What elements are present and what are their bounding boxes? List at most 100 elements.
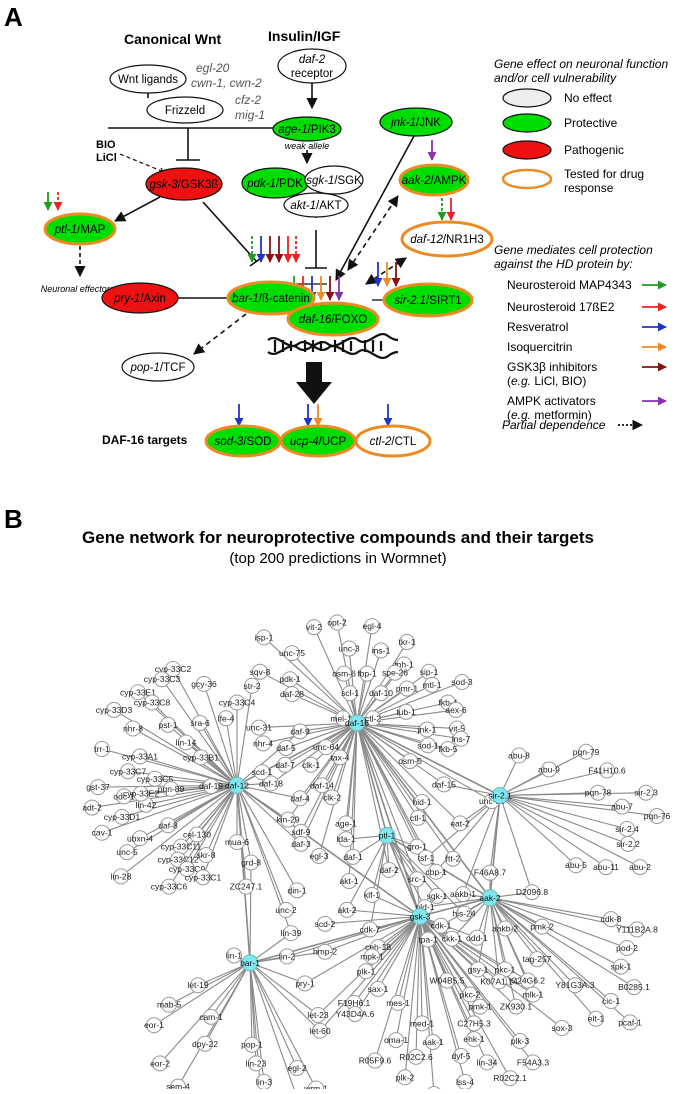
network-node: sax-1 <box>368 980 389 997</box>
node-circle <box>482 864 498 881</box>
node-circle <box>289 1059 305 1076</box>
node-label: lin-39 <box>281 928 302 938</box>
node-label: tph-1 <box>394 659 414 669</box>
network-edge <box>404 916 421 1078</box>
node-label: med-1 <box>410 1018 434 1028</box>
node-circle <box>90 779 106 796</box>
node-label: mua-6 <box>225 837 249 847</box>
network-node: din-1 <box>288 882 307 899</box>
network-edge <box>236 730 301 786</box>
network-node: pcaf-1 <box>618 1014 642 1031</box>
node-circle <box>147 770 163 787</box>
node-label: sem-4 <box>166 1082 190 1089</box>
network-edge <box>210 962 251 1018</box>
network-hub-node: aak-2 <box>479 889 501 907</box>
network-edge <box>489 897 622 968</box>
node-circle <box>373 685 389 702</box>
network-node: daf-10 <box>369 685 393 702</box>
node-label: grd-8 <box>241 857 261 867</box>
network-edge <box>199 722 238 786</box>
network-node: daf-1 <box>343 848 363 865</box>
node-label: cyp-33C1 <box>185 872 222 882</box>
network-node: nhr-4 <box>253 735 273 752</box>
node-circle <box>310 1006 326 1023</box>
node-label: egl-3 <box>310 851 329 861</box>
network-node: gro-1 <box>407 838 427 855</box>
node-circle <box>277 756 293 773</box>
node-circle <box>278 901 294 918</box>
node-label: cbp-1 <box>425 867 447 877</box>
network-node: mab-5 <box>157 996 181 1013</box>
hub-label: daf-12 <box>225 780 249 790</box>
node-circle <box>248 1055 264 1072</box>
network-edge <box>132 728 238 786</box>
network-edge <box>499 795 641 868</box>
node-circle <box>203 1008 219 1025</box>
network-node: daf-14 <box>310 777 334 794</box>
node-circle <box>614 798 630 815</box>
network-edge <box>419 915 563 1029</box>
network-node: scd-2 <box>315 915 336 932</box>
node-circle <box>491 973 507 990</box>
network-node: gst-37 <box>86 779 110 796</box>
network-edge <box>489 897 612 1002</box>
node-label: R02C2.6 <box>399 1052 433 1062</box>
edge-daf16-aak2 <box>347 195 399 271</box>
network-node: tsf-1 <box>418 849 435 866</box>
legend-swatch-no-effect <box>502 88 552 108</box>
svg-text:gsk-3/GSK3ß: gsk-3/GSK3ß <box>149 179 218 191</box>
node-pdk1: pdk-1/PDK <box>241 167 309 199</box>
node-circle <box>525 1054 541 1071</box>
network-node: unc-2 <box>275 901 297 918</box>
network-edge <box>356 722 423 803</box>
svg-text:daf-2: daf-2 <box>299 54 326 66</box>
node-daf16: daf-16/FOXO <box>286 301 380 337</box>
node-label: pod-2 <box>616 943 638 953</box>
network-node: daf-8 <box>158 817 178 834</box>
node-circle <box>193 749 209 766</box>
network-node: unc-3 <box>338 640 360 657</box>
node-label: ubxn-4 <box>127 833 153 843</box>
node-circle <box>511 747 527 764</box>
node-circle <box>179 860 195 877</box>
network-edge <box>499 794 629 845</box>
network-node: sir-2.4 <box>615 820 639 837</box>
node-circle <box>341 640 357 657</box>
network-edge <box>386 835 465 914</box>
node-label: unc-2 <box>275 905 297 915</box>
network-node: tpa-1 <box>418 931 438 948</box>
network-edge <box>499 792 647 797</box>
network-edge <box>489 897 635 988</box>
node-label: trr-1 <box>94 744 110 754</box>
svg-text:sir-2.1/SIRT1: sir-2.1/SIRT1 <box>394 295 461 307</box>
node-label: daf-9 <box>290 726 310 736</box>
legend-tested: Tested for drug <box>564 167 644 181</box>
node-label: cyp-33C6 <box>151 882 188 892</box>
network-edge <box>286 915 421 957</box>
network-edge <box>356 722 461 824</box>
node-circle <box>524 884 540 901</box>
node-label: aakb-1 <box>450 889 476 899</box>
network-node: F41H10.6 <box>588 762 626 779</box>
node-label: tsf-1 <box>418 853 435 863</box>
node-circle <box>622 1014 638 1031</box>
network-node: aakb-2 <box>492 920 518 937</box>
network-node: cyp-33C2 <box>155 661 191 678</box>
network-edge <box>395 916 421 1041</box>
network-node: aakb-1 <box>450 886 476 903</box>
hub-circle <box>491 786 509 804</box>
node-circle <box>445 850 461 867</box>
network-node: odc-1 <box>113 788 135 805</box>
node-label: mab-5 <box>157 1000 181 1010</box>
node-label: opt-2 <box>327 618 347 628</box>
network-node: cyp-33C1 <box>185 869 222 886</box>
node-circle <box>94 740 110 757</box>
node-label: cdk-1 <box>431 921 452 931</box>
network-node: unc-75 <box>279 645 305 662</box>
network-node: cdk-8 <box>601 911 622 928</box>
legend-mediates-1: Gene mediates cell protection <box>494 243 653 257</box>
node-circle <box>84 799 100 816</box>
node-label: abu-5 <box>565 860 587 870</box>
node-label: clk-2 <box>323 792 341 802</box>
legend-protective: Protective <box>564 116 618 130</box>
